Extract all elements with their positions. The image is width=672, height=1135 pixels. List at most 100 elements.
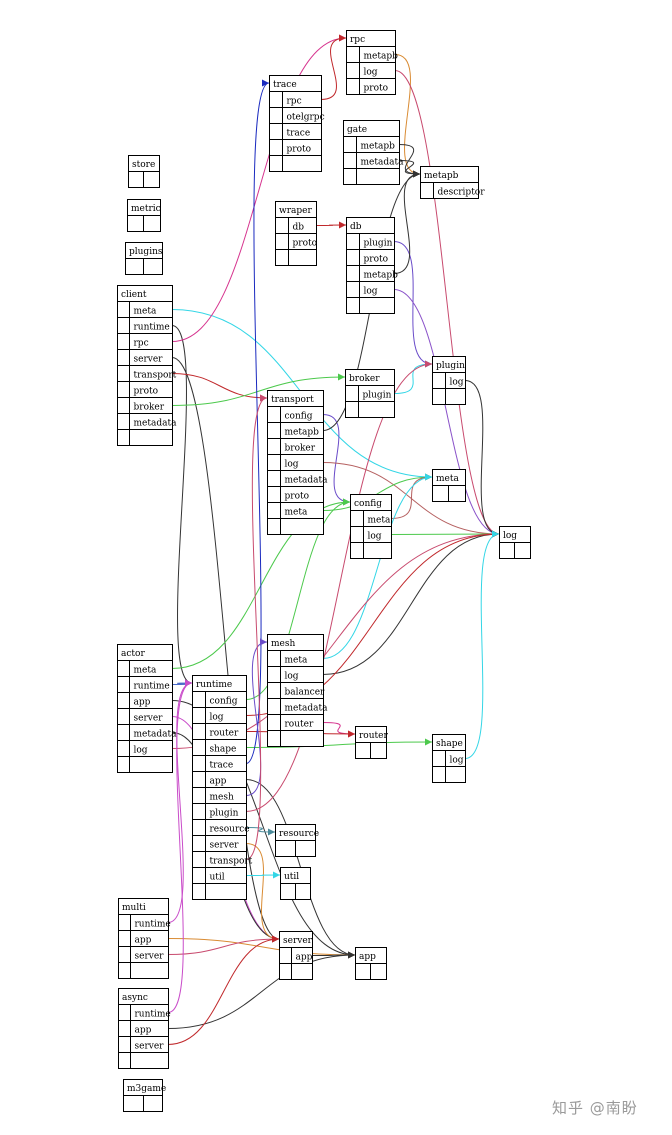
trace-node-title: trace	[273, 80, 297, 90]
broker-field-plugin: plugin	[363, 391, 392, 401]
metric-node: metric	[127, 199, 161, 232]
util-node: util	[280, 867, 311, 900]
runtime-field-plugin: plugin	[210, 809, 239, 819]
metapb-node-title: metapb	[424, 171, 459, 181]
util-node-title: util	[284, 872, 299, 882]
plugin-node: plugin log	[432, 356, 466, 405]
edge-runtime-shape-to-shape	[245, 738, 433, 748]
client-field-metadata: metadata	[134, 419, 178, 429]
plugin-node-title: plugin	[436, 361, 465, 371]
rpc-field-metapb: metapb	[364, 52, 399, 62]
edge-db-metapb-to-metapb	[393, 170, 421, 274]
mesh-node-title: mesh	[271, 639, 295, 649]
edge-transport-meta-to-meta	[322, 473, 433, 511]
async-field-runtime: runtime	[135, 1010, 171, 1020]
mesh-field-log: log	[285, 672, 299, 682]
config-field-meta: meta	[368, 516, 391, 526]
config-field-log: log	[368, 532, 382, 542]
wraper-field-proto: proto	[293, 239, 318, 249]
runtime-field-shape: shape	[210, 745, 237, 755]
gate-field-metadata: metadata	[361, 158, 405, 168]
broker-node-title: broker	[349, 374, 380, 384]
actor-field-log: log	[134, 746, 148, 756]
transport-field-meta: meta	[285, 508, 308, 518]
edge-runtime-server-to-server	[245, 843, 280, 943]
watermark: 知乎 @南盼	[552, 1099, 638, 1117]
client-field-broker: broker	[134, 403, 165, 413]
edge-async-app-to-app	[167, 951, 356, 1029]
edge-mesh-log-to-log	[322, 530, 500, 675]
router-node-title: router	[359, 731, 388, 741]
edge-runtime-config-to-config	[245, 498, 351, 700]
edge-mesh-meta-to-meta	[322, 473, 433, 659]
edge-mesh-router-to-router	[322, 722, 356, 738]
runtime-field-server: server	[210, 841, 240, 851]
runtime-field-router: router	[210, 729, 239, 739]
edge-client-server-to-server	[171, 357, 280, 943]
shape-node-title: shape	[436, 739, 463, 749]
edge-gate-metapb-to-metapb	[398, 144, 421, 178]
meta-node-title: meta	[436, 474, 459, 484]
transport-field-broker: broker	[285, 444, 316, 454]
store-node: store	[128, 155, 160, 188]
config-node: config meta log	[350, 494, 392, 559]
edge-wraper-db-to-db	[315, 221, 347, 229]
edge-rpc-log-to-log	[394, 70, 500, 538]
edge-rpc-metapb-to-metapb	[394, 54, 421, 178]
plugin-field-log: log	[450, 378, 464, 388]
nodes-layer: rpcmetapblogprototracerpcotelgrpctracepr…	[117, 30, 531, 1112]
gate-node: gate metapb metadata	[343, 120, 405, 185]
transport-node-title: transport	[271, 395, 314, 405]
edge-client-transport-to-transport	[171, 373, 268, 402]
store-node-title: store	[132, 160, 155, 170]
transport-node: transportconfigmetapbbrokerlogmetadatapr…	[267, 390, 328, 535]
gate-field-metapb: metapb	[361, 142, 396, 152]
metric-node-title: metric	[131, 204, 161, 214]
db-field-metapb: metapb	[364, 271, 399, 281]
wraper-field-db: db	[293, 223, 305, 233]
gate-node-title: gate	[347, 125, 367, 135]
rpc-field-log: log	[364, 68, 378, 78]
edge-client-runtime-to-runtime	[171, 325, 193, 687]
edge-actor-runtime-to-runtime	[171, 679, 193, 687]
actor-field-runtime: runtime	[134, 682, 170, 692]
edge-runtime-plugin-to-plugin	[245, 360, 433, 812]
edge-client-broker-to-broker	[171, 373, 346, 406]
plugins-node: plugins	[125, 242, 163, 275]
db-field-plugin: plugin	[364, 239, 393, 249]
app-node-title: app	[359, 952, 376, 962]
trace-field-trace: trace	[287, 129, 311, 139]
runtime-field-mesh: mesh	[210, 793, 234, 803]
transport-field-log: log	[285, 460, 299, 470]
log-node-title: log	[503, 531, 517, 541]
log-node: log	[499, 526, 531, 559]
edge-multi-server-to-server	[167, 935, 280, 955]
client-field-runtime: runtime	[134, 323, 170, 333]
resource-node: resource	[275, 824, 319, 857]
config-node-title: config	[354, 499, 382, 509]
rpc-field-proto: proto	[364, 84, 389, 94]
transport-field-proto: proto	[285, 492, 310, 502]
multi-field-app: app	[135, 936, 152, 946]
db-field-log: log	[364, 287, 378, 297]
broker-node: broker plugin	[345, 369, 395, 418]
rpc-node: rpc metapb log proto	[346, 30, 399, 95]
db-field-proto: proto	[364, 255, 389, 265]
client-field-meta: meta	[134, 307, 157, 317]
runtime-field-config: config	[210, 697, 238, 707]
rpc-node-title: rpc	[350, 35, 365, 45]
router-node: router	[355, 726, 388, 759]
runtime-field-app: app	[210, 777, 227, 787]
mesh-field-router: router	[285, 720, 314, 730]
trace-field-rpc: rpc	[287, 97, 302, 107]
multi-node-title: multi	[122, 903, 146, 913]
async-field-server: server	[135, 1042, 165, 1052]
edge-runtime-transport-to-transport	[245, 394, 268, 860]
